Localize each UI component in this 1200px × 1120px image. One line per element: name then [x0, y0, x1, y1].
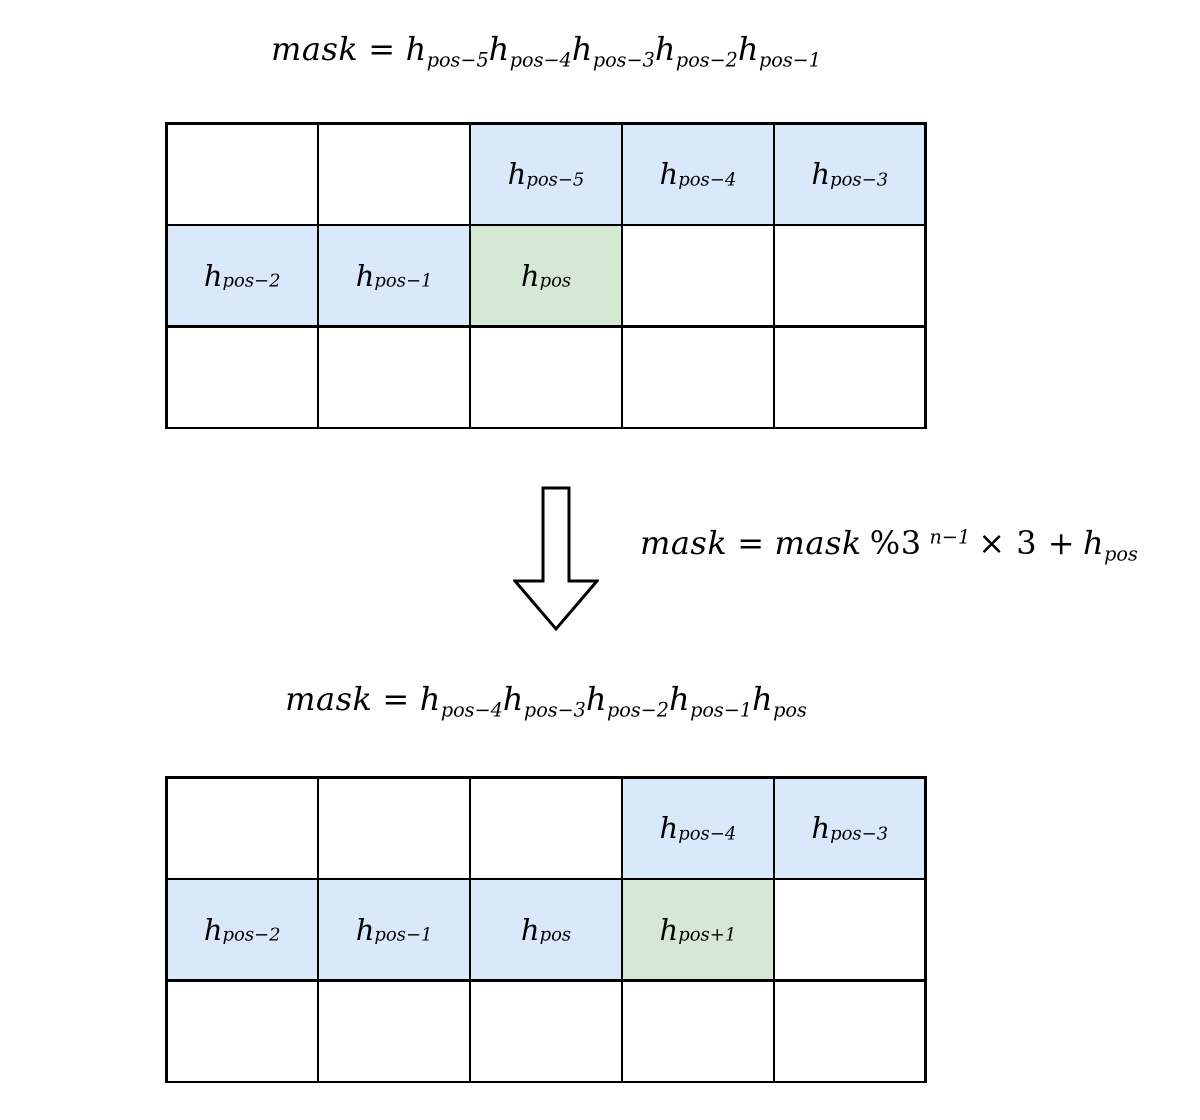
times-plus-operators: × 3 +: [978, 524, 1076, 562]
grid-cell: [167, 124, 317, 224]
grid-cell: [471, 778, 621, 878]
math-term: hpos−4: [419, 680, 503, 722]
math-term: hpos−1: [668, 680, 753, 722]
grid-cell: [167, 327, 317, 427]
formula-top-mask-before: mask=hpos−5hpos−4hpos−3hpos−2hpos−1: [165, 30, 927, 72]
math-term: hpos−2: [585, 680, 669, 722]
grid-cell: [319, 778, 469, 878]
math-term: hpos−3: [571, 30, 655, 72]
math-term: hpos−1: [737, 30, 821, 72]
math-term: hpos−5: [405, 30, 489, 72]
mod-operator: %3: [869, 524, 922, 562]
grid-cell: [167, 778, 317, 878]
math-term: hpos−4: [488, 30, 572, 72]
grid-cell: [775, 327, 925, 427]
grid-cell: [167, 981, 317, 1081]
equals-sign: =: [368, 30, 396, 68]
grid-cell: [319, 327, 469, 427]
equals-sign: =: [382, 680, 410, 718]
math-term: hpos: [1083, 524, 1138, 566]
grid-cell: [319, 124, 469, 224]
exponent: n−1: [929, 525, 971, 549]
grid-cell: [775, 880, 925, 979]
math-term: hpos−2: [654, 30, 738, 72]
grid-cell: [623, 327, 773, 427]
math-var: mask: [285, 680, 373, 718]
math-var: mask: [271, 30, 359, 68]
grid-cell: [775, 981, 925, 1081]
grid-cell: [775, 226, 925, 325]
math-term: hpos−3: [502, 680, 586, 722]
down-arrow-icon: [511, 486, 601, 632]
math-var: mask: [640, 524, 728, 562]
grid-cell: [471, 327, 621, 427]
formula-bottom-mask-after: mask=hpos−4hpos−3hpos−2hpos−1hpos: [165, 680, 927, 722]
grid-cell: [623, 981, 773, 1081]
grid-cell: [319, 981, 469, 1081]
grid-cell: [623, 226, 773, 325]
math-var: mask: [774, 524, 862, 562]
grid-cell: [471, 981, 621, 1081]
equals-sign: =: [737, 524, 765, 562]
math-term: hpos: [752, 680, 807, 722]
